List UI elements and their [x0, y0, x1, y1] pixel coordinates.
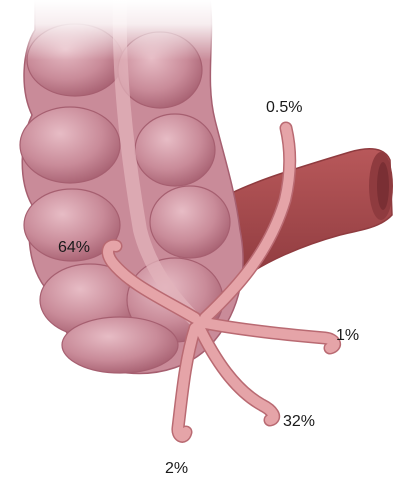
ascending-colon [0, 0, 260, 373]
label-retrocecal: 64% [58, 240, 90, 256]
label-retroileal: 0.5% [266, 100, 302, 116]
label-preileal: 1% [336, 328, 359, 344]
label-subcecal: 2% [165, 461, 188, 477]
label-pelvic: 32% [283, 414, 315, 430]
